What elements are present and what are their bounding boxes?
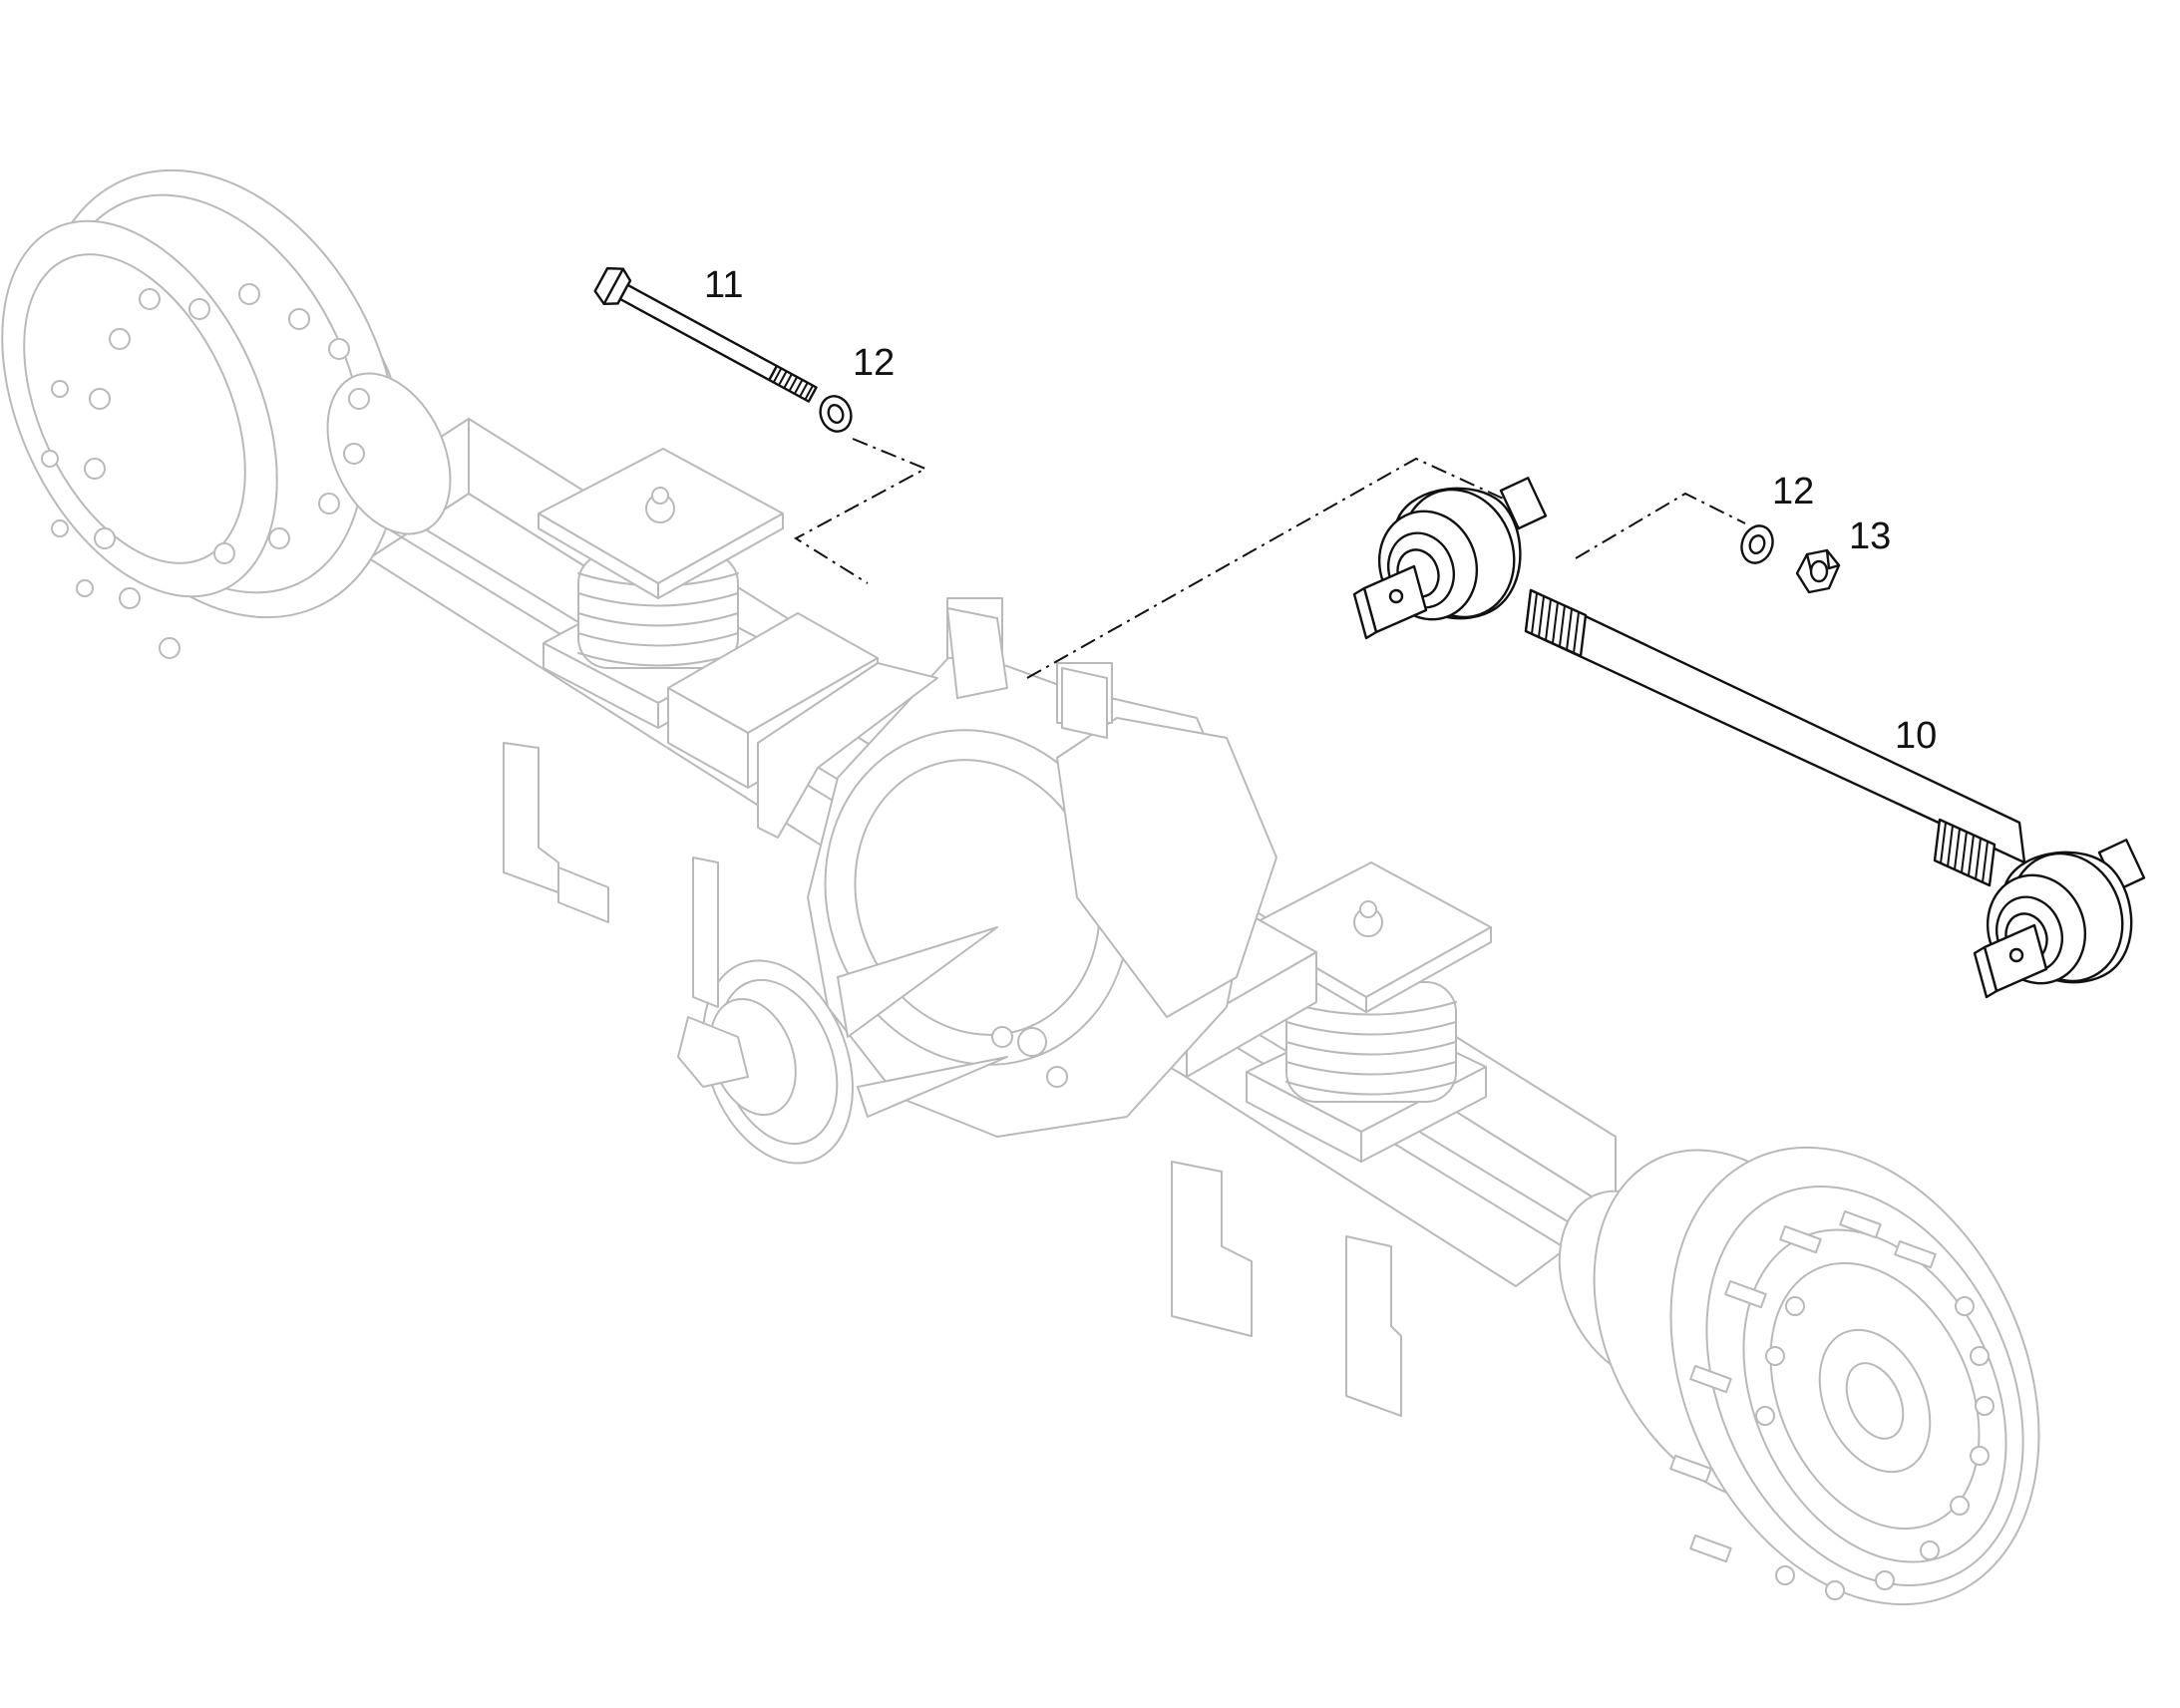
left-air-spring — [538, 448, 784, 729]
axle-assembly — [1, 169, 2040, 1606]
beam-brackets — [503, 742, 1402, 1417]
pinion-flange — [677, 926, 1008, 1165]
callout-12-upper: 12 — [853, 342, 895, 384]
torque-rod-lower-eye — [1973, 839, 2146, 999]
torque-rod-brackets — [757, 607, 1108, 839]
torque-rod-part — [1352, 477, 2146, 999]
nut-part — [1795, 548, 1841, 594]
leader-washer-to-bracket — [794, 438, 928, 584]
right-hub-studs — [1669, 1209, 1995, 1600]
differential-housing — [807, 597, 1277, 1138]
torque-rod-upper-eye — [1352, 477, 1548, 640]
callout-10: 10 — [1895, 715, 1937, 757]
bolt-part — [593, 266, 818, 403]
washer-upper-part — [819, 395, 853, 433]
right-wheel-hub — [1558, 1146, 2040, 1606]
callout-13: 13 — [1849, 515, 1891, 557]
left-wheel-hub — [1, 169, 452, 659]
right-air-spring — [1246, 861, 1492, 1163]
leader-lines — [794, 438, 1746, 679]
leader-rod-to-bracket — [1026, 457, 1537, 679]
leader-rod-to-washer — [1575, 492, 1746, 559]
left-hub-studs — [41, 283, 370, 659]
callout-11: 11 — [704, 264, 743, 306]
callout-12-right: 12 — [1772, 471, 1814, 512]
washer-right-part — [1740, 524, 1774, 564]
callout-labels: 10 11 12 12 13 — [704, 264, 1937, 757]
